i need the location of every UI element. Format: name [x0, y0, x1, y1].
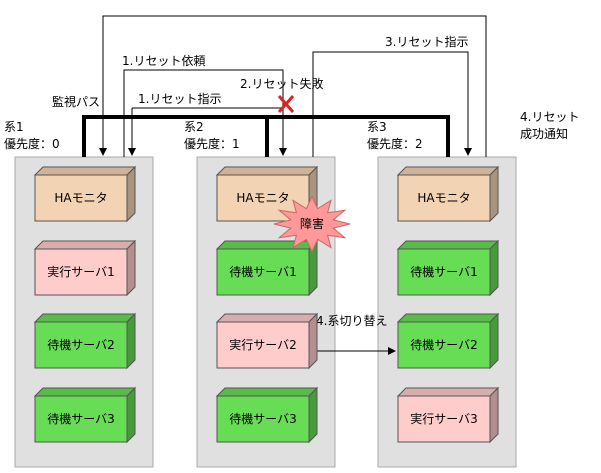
arrow-lines: [99, 15, 487, 355]
box-label: HAモニタ: [417, 191, 470, 205]
box-top-face: [215, 387, 319, 397]
box-label: HAモニタ: [236, 191, 289, 205]
reset-instruction-1-label: 1.リセット指示: [138, 91, 221, 106]
box-top-face: [33, 166, 137, 176]
failure-burst-icon: [273, 195, 351, 253]
box-front-face: [34, 321, 128, 369]
system-2-box-2: 待機サーバ1: [215, 239, 319, 297]
system-1-box-4: 待機サーバ3: [33, 386, 137, 444]
box-label: 待機サーバ2: [410, 337, 478, 352]
box-front-face: [34, 248, 128, 296]
system-2-name: 系2: [184, 120, 204, 134]
system-1-priority: 優先度：0: [4, 136, 60, 151]
box-side-face: [308, 312, 318, 370]
box-side-face: [489, 386, 499, 444]
box-top-face: [215, 313, 319, 323]
box-side-face: [126, 312, 136, 370]
system-1-box-1: HAモニタ: [33, 165, 137, 223]
box-front-face: [216, 395, 310, 443]
box-label: 待機サーバ2: [47, 337, 115, 352]
reset-failure-label: 2.リセット失敗: [240, 76, 323, 91]
system-1-name: 系1: [4, 120, 24, 134]
system-2-box-3: 実行サーバ2: [215, 312, 319, 370]
box-top-face: [396, 240, 500, 250]
box-side-face: [126, 165, 136, 223]
box-front-face: [397, 174, 491, 222]
system-2-priority: 優先度：1: [184, 136, 240, 151]
box-front-face: [397, 321, 491, 369]
system-3-box-3: 待機サーバ2: [396, 312, 500, 370]
box-top-face: [33, 313, 137, 323]
box-side-face: [489, 239, 499, 297]
box-front-face: [397, 395, 491, 443]
box-top-face: [33, 387, 137, 397]
box-label: 実行サーバ2: [229, 337, 297, 352]
monitoring-path: [82, 115, 450, 157]
box-side-face: [126, 239, 136, 297]
box-front-face: [34, 395, 128, 443]
box-top-face: [396, 387, 500, 397]
reset-request-label: 1.リセット依頼: [122, 53, 205, 68]
box-label: 待機サーバ1: [410, 264, 478, 279]
box-label: HAモニタ: [54, 191, 107, 205]
box-label: 待機サーバ1: [229, 264, 297, 279]
system-3-box-2: 待機サーバ1: [396, 239, 500, 297]
reset-instruction-3-label: 3.リセット指示: [385, 34, 468, 49]
system-3-priority: 優先度：2: [367, 136, 423, 151]
system-1-box-3: 待機サーバ2: [33, 312, 137, 370]
box-top-face: [215, 166, 319, 176]
box-top-face: [33, 240, 137, 250]
system-1-box-2: 実行サーバ1: [33, 239, 137, 297]
box-side-face: [489, 165, 499, 223]
system-2-box-4: 待機サーバ3: [215, 386, 319, 444]
box-top-face: [396, 313, 500, 323]
box-top-face: [396, 166, 500, 176]
reset-success-label-2: 成功通知: [520, 127, 568, 141]
box-label: 待機サーバ3: [47, 411, 115, 426]
system-3-box-1: HAモニタ: [396, 165, 500, 223]
reset-failure-x-icon: [277, 95, 295, 113]
box-label: 待機サーバ3: [229, 411, 297, 426]
box-label: 実行サーバ1: [47, 264, 115, 279]
system-3-box-4: 実行サーバ3: [396, 386, 500, 444]
box-side-face: [489, 312, 499, 370]
monitor-path-label: 監視パス: [52, 94, 100, 109]
box-front-face: [216, 248, 310, 296]
switchover-label: 4.系切り替え: [316, 314, 387, 328]
failure-label: 障害: [300, 216, 324, 231]
box-front-face: [397, 248, 491, 296]
box-side-face: [126, 386, 136, 444]
reset-success-label-1: 4.リセット: [520, 110, 579, 124]
box-label: 実行サーバ3: [410, 411, 478, 426]
failure-burst: 障害: [273, 195, 351, 253]
box-front-face: [216, 321, 310, 369]
system-3-name: 系3: [367, 120, 387, 134]
box-side-face: [308, 386, 318, 444]
box-front-face: [34, 174, 128, 222]
